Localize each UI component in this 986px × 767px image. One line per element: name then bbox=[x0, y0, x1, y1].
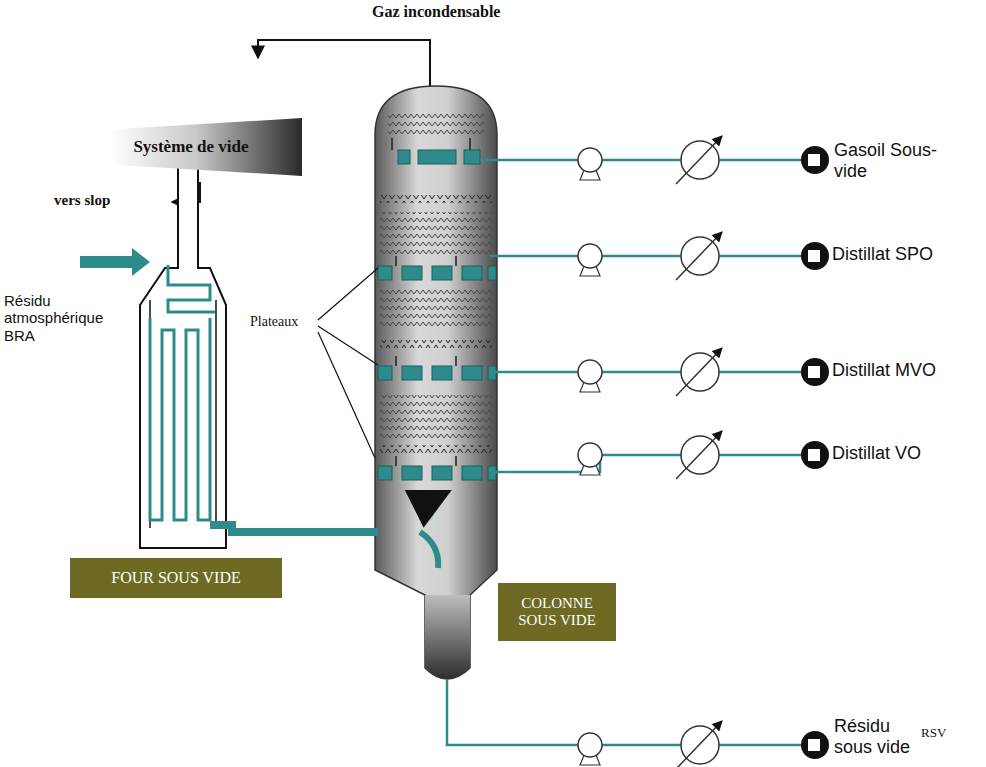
pump-valve-outlet bbox=[578, 348, 829, 396]
title-band: COLONNE SOUS VIDE bbox=[498, 583, 616, 641]
product-lines bbox=[447, 160, 810, 745]
gas-line bbox=[258, 40, 430, 88]
pump-valve-outlet bbox=[578, 232, 829, 280]
text-label: Distillat MVO bbox=[832, 360, 982, 381]
node-text: Système de vide bbox=[133, 137, 248, 157]
text-label: vers slop bbox=[54, 192, 164, 209]
text-label: Gaz incondensable bbox=[372, 3, 502, 21]
pump-valve-outlet bbox=[578, 721, 829, 767]
text-label: Distillat SPO bbox=[832, 244, 982, 265]
pump-valve-symbols bbox=[578, 136, 829, 767]
node-text: FOUR SOUS VIDE bbox=[111, 569, 241, 587]
node-text: COLONNE SOUS VIDE bbox=[504, 595, 610, 629]
text-label: RSV bbox=[921, 726, 971, 741]
vacuum-column bbox=[375, 86, 497, 679]
text-label: Distillat VO bbox=[832, 443, 982, 464]
vacuum-furnace bbox=[80, 150, 226, 548]
title-band: FOUR SOUS VIDE bbox=[70, 558, 282, 598]
vacuum-system-shape: Système de vide bbox=[110, 118, 302, 176]
pump-valve-outlet bbox=[578, 136, 829, 184]
text-label: Résidu sous vide bbox=[834, 716, 916, 757]
text-label: Résidu atmosphérique BRA bbox=[4, 292, 96, 344]
text-label: Plateaux bbox=[250, 314, 316, 330]
text-label: Gasoil Sous-vide bbox=[834, 140, 954, 181]
leader-line bbox=[318, 268, 378, 458]
pump-valve-outlet bbox=[578, 431, 829, 479]
